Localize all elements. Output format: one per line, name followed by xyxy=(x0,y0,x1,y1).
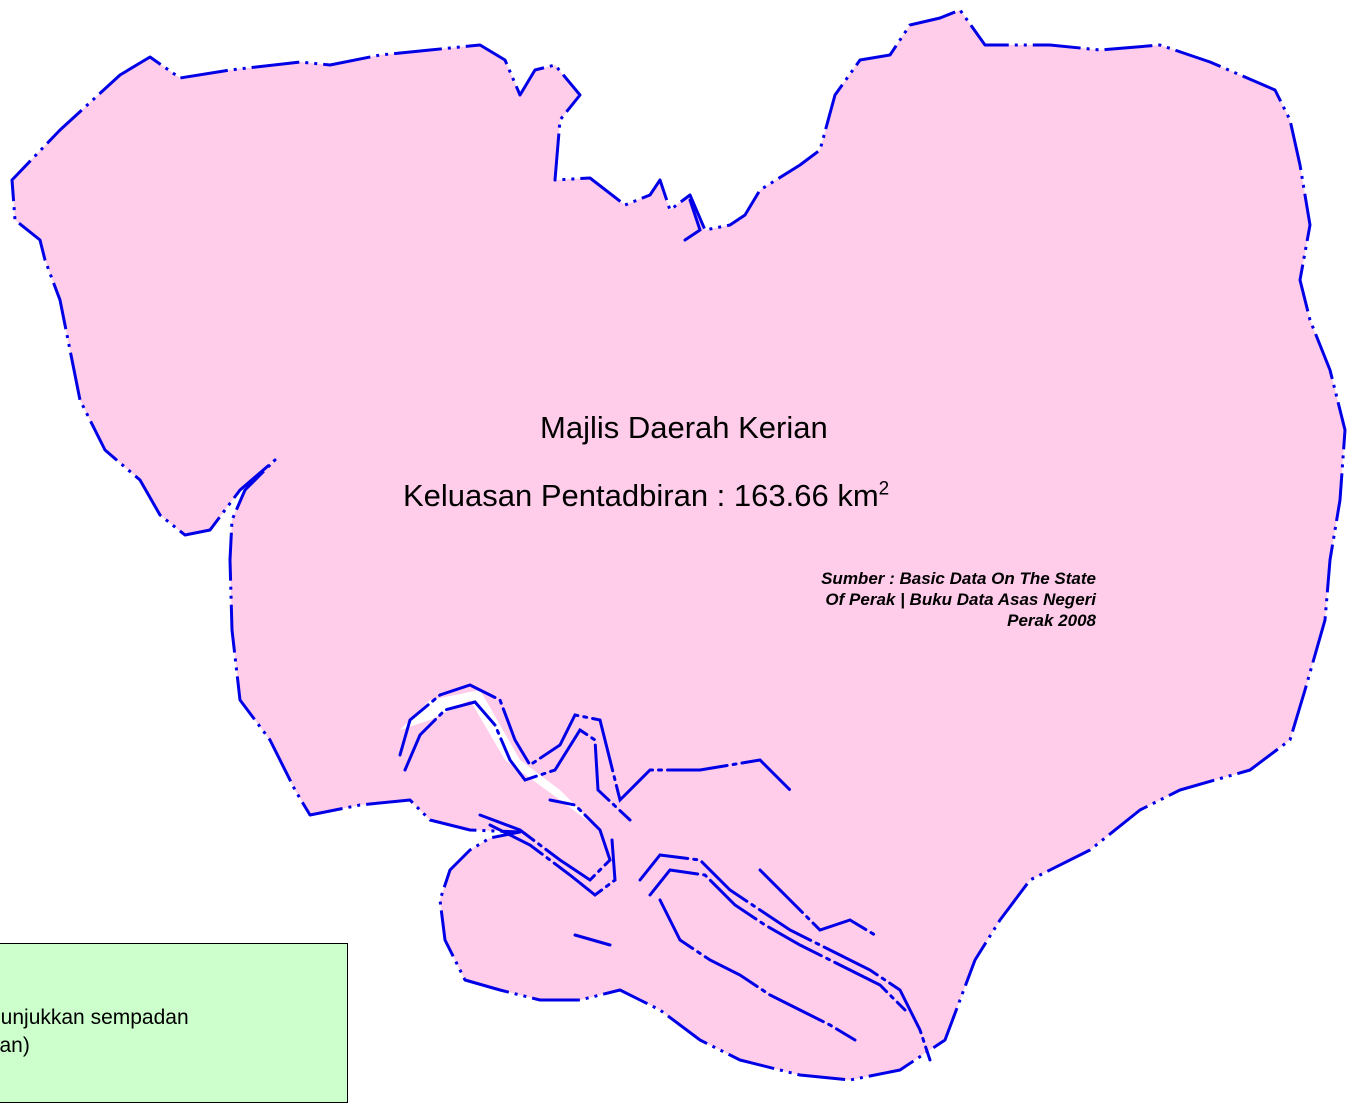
river-line xyxy=(758,868,877,937)
source-line: Sumber : Basic Data On The State xyxy=(821,569,1096,588)
river-line xyxy=(403,700,632,822)
source-line: Of Perak | Buku Data Asas Negeri xyxy=(825,590,1096,609)
source-citation: Sumber : Basic Data On The State Of Pera… xyxy=(640,568,1096,631)
district-boundary xyxy=(10,8,1347,1082)
area-text: Keluasan Pentadbiran : 163.66 km xyxy=(403,478,879,513)
legend-line: nunjukkan sempadan xyxy=(0,1006,189,1029)
river-line xyxy=(488,823,617,897)
river-line xyxy=(573,933,612,947)
river-line xyxy=(658,898,857,1042)
river-line xyxy=(638,853,932,1062)
river-line xyxy=(398,683,792,803)
source-line: Perak 2008 xyxy=(1007,611,1096,630)
administrative-area: Keluasan Pentadbiran : 163.66 km2 xyxy=(403,478,889,514)
river-line xyxy=(648,868,907,1012)
river-line xyxy=(478,798,612,882)
area-unit-superscript: 2 xyxy=(878,478,890,500)
district-name: Majlis Daerah Kerian xyxy=(540,410,828,445)
river-line xyxy=(683,198,702,242)
legend-box: nunjukkan sempadan san) xyxy=(0,943,348,1103)
legend-line: san) xyxy=(0,1034,30,1057)
legend-text: nunjukkan sempadan san) xyxy=(0,1004,189,1060)
